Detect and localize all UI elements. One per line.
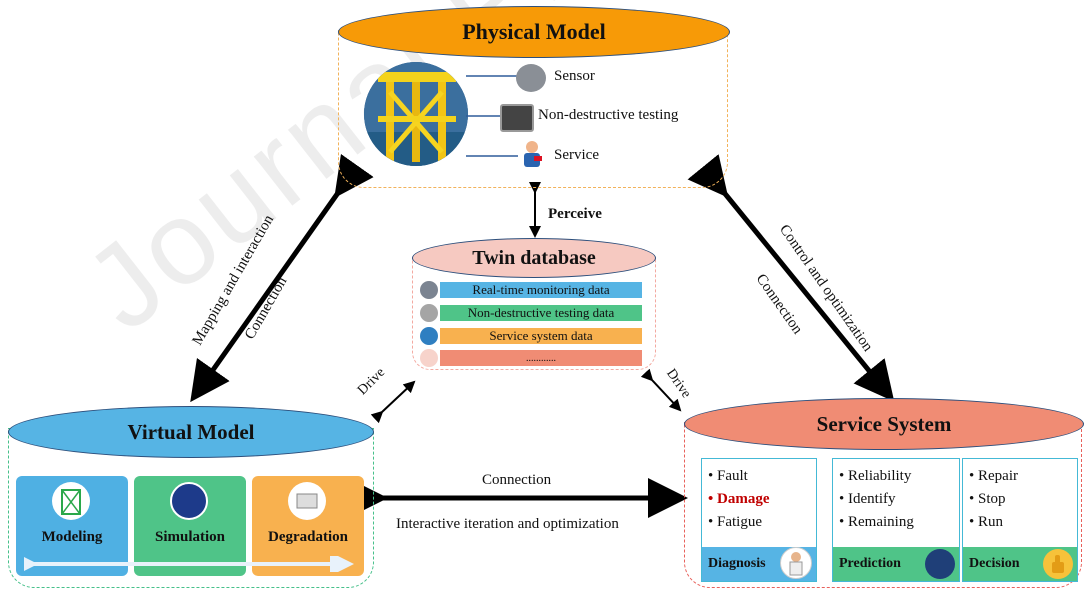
physical-item-sensor: Sensor: [554, 68, 595, 84]
physical-connectors: [466, 75, 518, 157]
ndt-device-icon: [500, 104, 534, 132]
ndt-data-icon: [420, 304, 438, 322]
network-icon: [925, 549, 955, 579]
virtual-flow-arrow: [24, 556, 354, 572]
prediction-box: • Reliability • Identify • Remaining Pre…: [832, 458, 960, 582]
arrow-physical-service: [687, 154, 895, 402]
more-data-icon: [420, 349, 438, 367]
twin-row-more: ............: [440, 350, 642, 366]
arrow-drive-left: [370, 380, 416, 424]
offshore-platform-image: [364, 62, 468, 166]
twin-row-service: Service system data: [440, 328, 642, 344]
diagnosis-items: • Fault • Damage • Fatigue: [708, 468, 770, 530]
doctor-icon: [780, 547, 812, 579]
modeling-icon: [52, 482, 90, 520]
service-data-icon: [420, 327, 438, 345]
diagnosis-box: • Fault • Damage • Fatigue Diagnosis: [701, 458, 817, 582]
degradation-label: Degradation: [268, 529, 348, 545]
physical-item-ndt: Non-destructive testing: [538, 107, 679, 123]
perceive-label: Perceive: [548, 206, 602, 222]
physical-model-title: Physical Model: [338, 6, 730, 58]
simulation-label: Simulation: [154, 529, 226, 545]
sensor-icon: [516, 64, 546, 92]
decision-items: • Repair • Stop • Run: [969, 468, 1018, 530]
twin-row-ndt: Non-destructive testing data: [440, 305, 642, 321]
degradation-icon: [288, 482, 326, 520]
monitoring-data-icon: [420, 281, 438, 299]
physical-item-service: Service: [554, 147, 599, 163]
edge-label-connection-bottom: Connection: [482, 472, 552, 488]
twin-database-title: Twin database: [412, 238, 656, 278]
edge-label-iteration: Interactive iteration and optimization: [396, 516, 619, 532]
worker-icon: [520, 140, 544, 170]
platform-icon: [364, 62, 468, 166]
modeling-label: Modeling: [41, 529, 103, 545]
twin-row-monitoring: Real-time monitoring data: [440, 282, 642, 298]
arrow-drive-right: [640, 368, 682, 412]
simulation-icon: [170, 482, 208, 520]
virtual-model-title: Virtual Model: [8, 406, 374, 458]
decision-box: • Repair • Stop • Run Decision: [962, 458, 1078, 582]
arrow-physical-virtual: [190, 153, 374, 403]
prediction-items: • Reliability • Identify • Remaining: [839, 468, 914, 530]
thumbs-up-icon: [1043, 549, 1073, 579]
service-system-title: Service System: [684, 398, 1084, 450]
